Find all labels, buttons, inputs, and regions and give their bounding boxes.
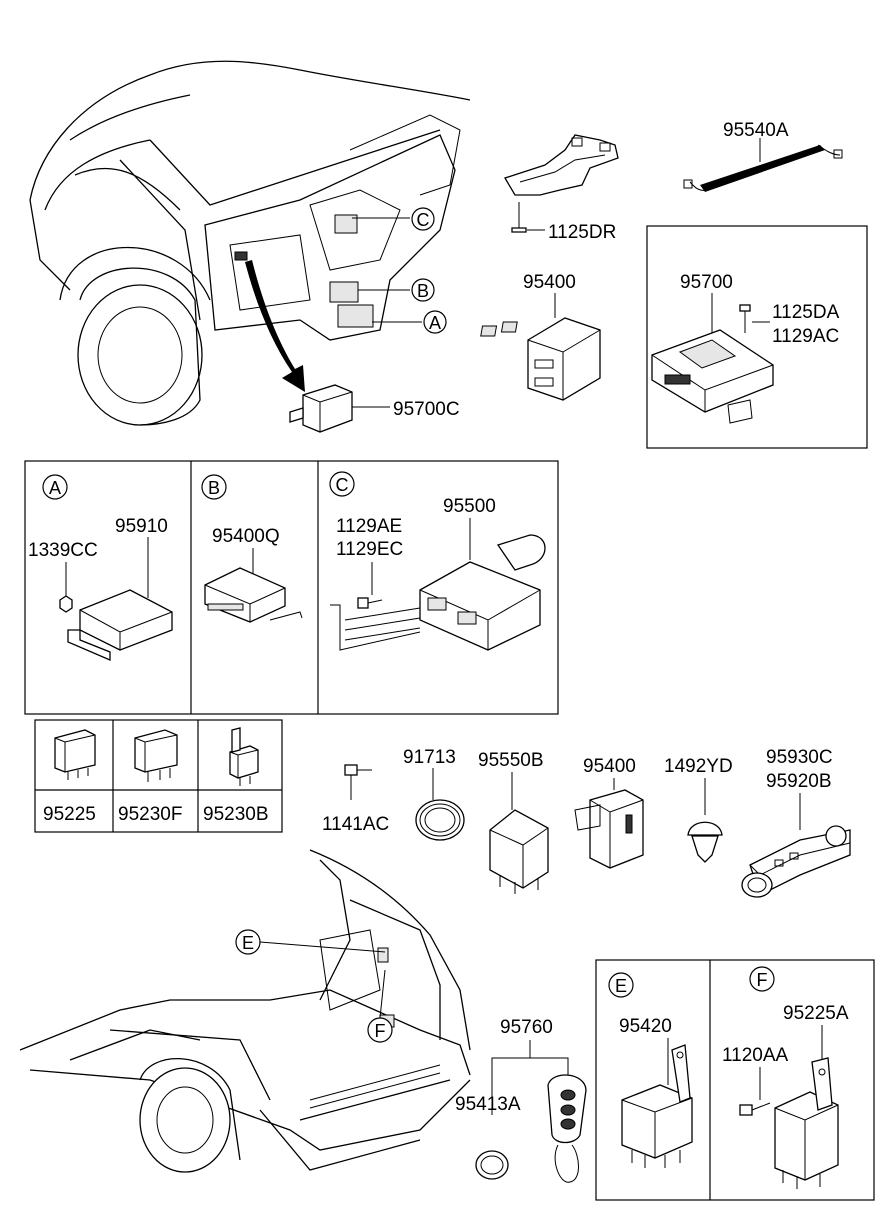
callout-a: A (429, 313, 441, 333)
label-1339CC: 1339CC (28, 540, 98, 561)
relay-95225A (774, 1057, 839, 1189)
label-91713: 91713 (403, 747, 456, 768)
relay-95420 (621, 1044, 693, 1168)
section-e-circle (608, 972, 634, 998)
relay-95550B (489, 809, 549, 894)
label-95230B: 95230B (203, 804, 269, 825)
section-b-circle (201, 474, 227, 500)
callout-a-circle (423, 310, 447, 334)
clip-1492YD (687, 821, 723, 863)
module-95700 (651, 329, 774, 424)
callout-b: B (417, 281, 429, 301)
label-1125DA: 1125DA (772, 302, 840, 323)
section-c-circle (329, 471, 355, 497)
key-fob-95760 (547, 1074, 587, 1183)
callout-c: C (417, 210, 430, 230)
front-vehicle-illustration (29, 60, 471, 426)
label-95225: 95225 (43, 804, 96, 825)
label-95400-mid: 95400 (583, 756, 636, 777)
section-e-label: E (615, 976, 627, 996)
label-1129EC: 1129EC (336, 539, 403, 560)
bracket-assembly (504, 134, 619, 233)
box-ef (595, 959, 875, 1201)
module-95400Q (204, 567, 303, 623)
label-95920B: 95920B (766, 771, 832, 792)
box-abc (24, 460, 559, 715)
bolt-1125DA (739, 304, 751, 333)
callout-f: F (375, 1021, 386, 1041)
label-1141AC: 1141AC (322, 814, 389, 835)
callout-c-circle (411, 207, 435, 231)
section-a-circle (42, 474, 68, 500)
relay-95225 (54, 729, 96, 780)
label-95910: 95910 (115, 516, 168, 537)
section-c-label: C (336, 475, 349, 495)
box-95700 (646, 225, 868, 449)
label-95700: 95700 (680, 272, 733, 293)
module-95910 (59, 589, 173, 661)
label-95400-top: 95400 (523, 272, 576, 293)
label-95930C: 95930C (766, 747, 833, 768)
label-1120AA: 1120AA (722, 1045, 789, 1066)
rear-vehicle-illustration (19, 849, 471, 1173)
relay-95230F (134, 729, 178, 782)
label-1129AE: 1129AE (336, 516, 402, 537)
box-relays (34, 719, 283, 833)
label-95760: 95760 (500, 1017, 553, 1038)
section-f-label: F (757, 970, 768, 990)
cable-95540A (683, 144, 843, 192)
label-95550B: 95550B (478, 750, 544, 771)
module-95500 (330, 534, 546, 651)
bolt-1120AA (739, 1102, 771, 1116)
section-f-circle (749, 966, 775, 992)
label-95700C: 95700C (393, 399, 460, 420)
relay-95700C (289, 384, 353, 433)
label-95230F: 95230F (118, 804, 182, 825)
sensor-95930C (741, 825, 851, 898)
bolt-1129AE (357, 597, 383, 609)
label-95400Q: 95400Q (212, 526, 280, 547)
section-b-label: B (208, 478, 220, 498)
battery-95413A (475, 1150, 509, 1180)
section-a-label: A (49, 478, 61, 498)
callout-b-circle (411, 278, 435, 302)
relay-95230B (229, 727, 259, 786)
label-95413A: 95413A (455, 1094, 521, 1115)
label-95540A: 95540A (723, 120, 789, 141)
module-95400-mid (574, 789, 644, 869)
label-95500: 95500 (443, 496, 496, 517)
label-95420: 95420 (619, 1016, 672, 1037)
label-1129AC: 1129AC (772, 326, 839, 347)
label-1125DR: 1125DR (548, 222, 616, 243)
grommet-91713 (415, 799, 465, 841)
module-95400-top (480, 317, 601, 401)
label-95225A: 95225A (783, 1003, 849, 1024)
callout-e: E (242, 933, 254, 953)
bolt-1141AC (344, 764, 372, 800)
label-1492YD: 1492YD (664, 756, 733, 777)
